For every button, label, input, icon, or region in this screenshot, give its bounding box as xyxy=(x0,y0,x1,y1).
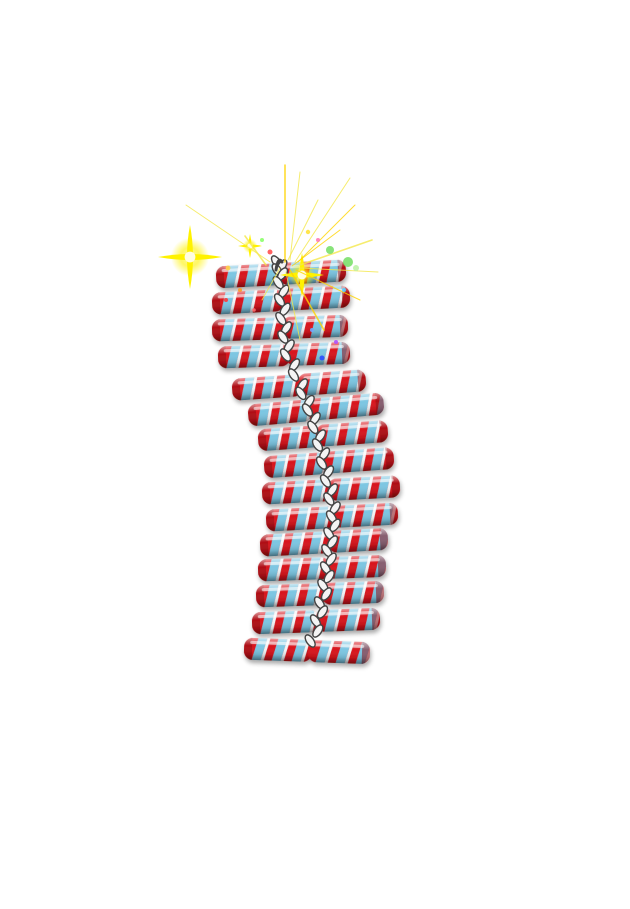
firecracker-tube xyxy=(307,392,385,421)
spark-ray xyxy=(261,267,281,301)
spark-ray xyxy=(289,171,301,261)
firecracker-tube xyxy=(261,479,333,505)
fuse-braid-segment xyxy=(295,386,307,401)
firecracker-tube xyxy=(325,554,387,579)
spark-particle xyxy=(343,257,353,267)
firecracker-tube xyxy=(315,420,389,447)
fuse-braid-segment xyxy=(311,438,324,452)
fuse-tip xyxy=(274,258,284,272)
firecracker-tube xyxy=(257,425,321,452)
firecracker-tubes xyxy=(211,259,401,665)
fuse-braid-segment xyxy=(312,624,324,638)
firecracker-tube xyxy=(211,289,285,315)
sparkle-star-icon xyxy=(238,234,262,258)
spark-ray xyxy=(244,235,267,266)
firecracker-tube xyxy=(327,475,401,501)
spark-ray xyxy=(299,239,373,266)
spark-particle xyxy=(310,328,314,332)
firecracker-tube xyxy=(327,527,389,553)
firecracker-tube xyxy=(211,317,287,342)
firecracker-tube xyxy=(307,640,371,665)
spark-particle xyxy=(225,265,231,271)
spark-particle xyxy=(224,298,228,302)
fuse-braid-segment xyxy=(320,587,333,601)
firecracker-tube xyxy=(321,580,385,605)
firecracker-tube xyxy=(259,531,333,557)
spark-ray xyxy=(291,229,341,267)
spark-particle xyxy=(334,340,338,344)
firecracker-tube xyxy=(263,452,327,479)
firecracker-tube xyxy=(251,610,321,635)
spark-ray xyxy=(289,269,325,331)
fuse-braid-segment xyxy=(301,403,314,417)
firecracker-tube xyxy=(297,369,367,396)
spark-particle xyxy=(260,238,264,242)
sparkle-star-icon xyxy=(158,225,222,289)
fuse-braid-segment xyxy=(315,456,328,470)
spark-particle xyxy=(326,246,334,254)
firecracker-tube xyxy=(321,447,395,474)
fuse-braid-segment xyxy=(304,634,316,648)
spark-particle xyxy=(305,229,311,235)
spark-particle xyxy=(238,288,242,292)
spark-ray xyxy=(299,267,379,273)
fuse-braid-segment xyxy=(307,420,319,435)
firecracker-tube xyxy=(279,285,351,311)
spark-particle xyxy=(342,288,346,292)
firecracker-tube xyxy=(257,557,331,582)
firecracker-tube xyxy=(217,344,291,369)
firecracker-tube xyxy=(265,506,337,532)
fuse-braid-segment xyxy=(279,348,292,362)
firecracker-tube xyxy=(243,637,313,662)
fuse-braid-segment xyxy=(316,605,329,619)
fuse-braid-segment xyxy=(319,474,332,488)
firecracker-tube xyxy=(315,607,381,632)
spark-ray xyxy=(294,177,351,263)
spark-particle xyxy=(267,249,273,255)
spark-ray xyxy=(297,204,356,263)
spark-particle xyxy=(316,238,320,242)
firecracker-tube xyxy=(255,583,327,608)
fuse-braid-segment xyxy=(287,368,300,382)
spark-ray xyxy=(285,271,301,341)
firecracker-tube xyxy=(247,399,313,427)
firecracker-tube xyxy=(285,341,351,366)
firecracker-tube xyxy=(331,502,399,528)
firecracker-tube xyxy=(215,263,283,289)
spark-ray xyxy=(287,199,319,261)
spark-particle xyxy=(252,308,256,312)
spark-burst xyxy=(158,164,379,361)
spark-particle xyxy=(319,355,325,361)
spark-particle xyxy=(353,265,359,271)
spark-ray xyxy=(295,269,361,301)
